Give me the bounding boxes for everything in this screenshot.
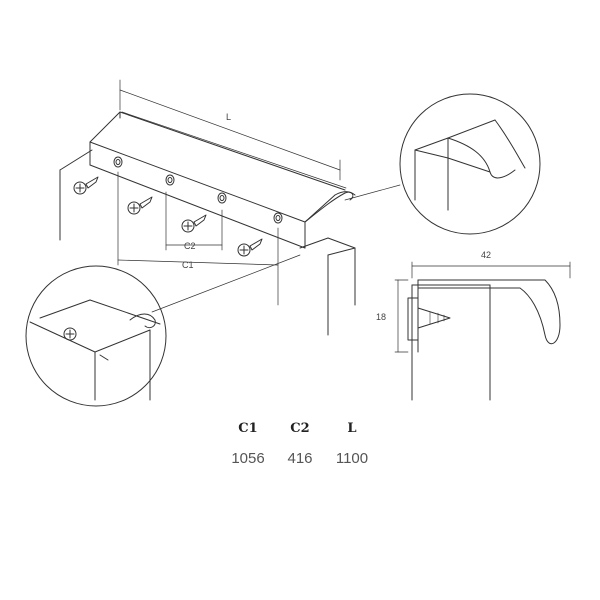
- handle-profile: [89, 111, 356, 249]
- spec-table: C1 C2 L 1056 416 1100: [222, 418, 382, 472]
- spec-table-header-row: C1 C2 L: [222, 418, 382, 440]
- dimension-c1-c2: [117, 171, 279, 306]
- detail-circle-left: [25, 265, 167, 407]
- spec-value-c2: 416: [287, 450, 313, 467]
- dimension-length: [119, 79, 341, 181]
- spec-header-l: L: [347, 421, 357, 436]
- leader-lines: [151, 184, 401, 313]
- label-c2: C2: [184, 241, 196, 251]
- screw-holes: [113, 156, 283, 224]
- spec-value-c1: 1056: [231, 450, 265, 467]
- cross-section-dims: [394, 261, 571, 353]
- detail-circle-right: [399, 93, 541, 235]
- label-height: 18: [376, 312, 386, 322]
- spec-table-value-row: 1056 416 1100: [222, 440, 382, 472]
- cross-section: [407, 279, 561, 401]
- screws: [73, 176, 263, 257]
- label-width: 42: [481, 250, 491, 260]
- label-length: L: [226, 112, 231, 122]
- spec-header-c2: C2: [290, 421, 310, 436]
- label-c1: C1: [182, 260, 194, 270]
- spec-header-c1: C1: [238, 421, 258, 436]
- spec-value-l: 1100: [335, 450, 369, 467]
